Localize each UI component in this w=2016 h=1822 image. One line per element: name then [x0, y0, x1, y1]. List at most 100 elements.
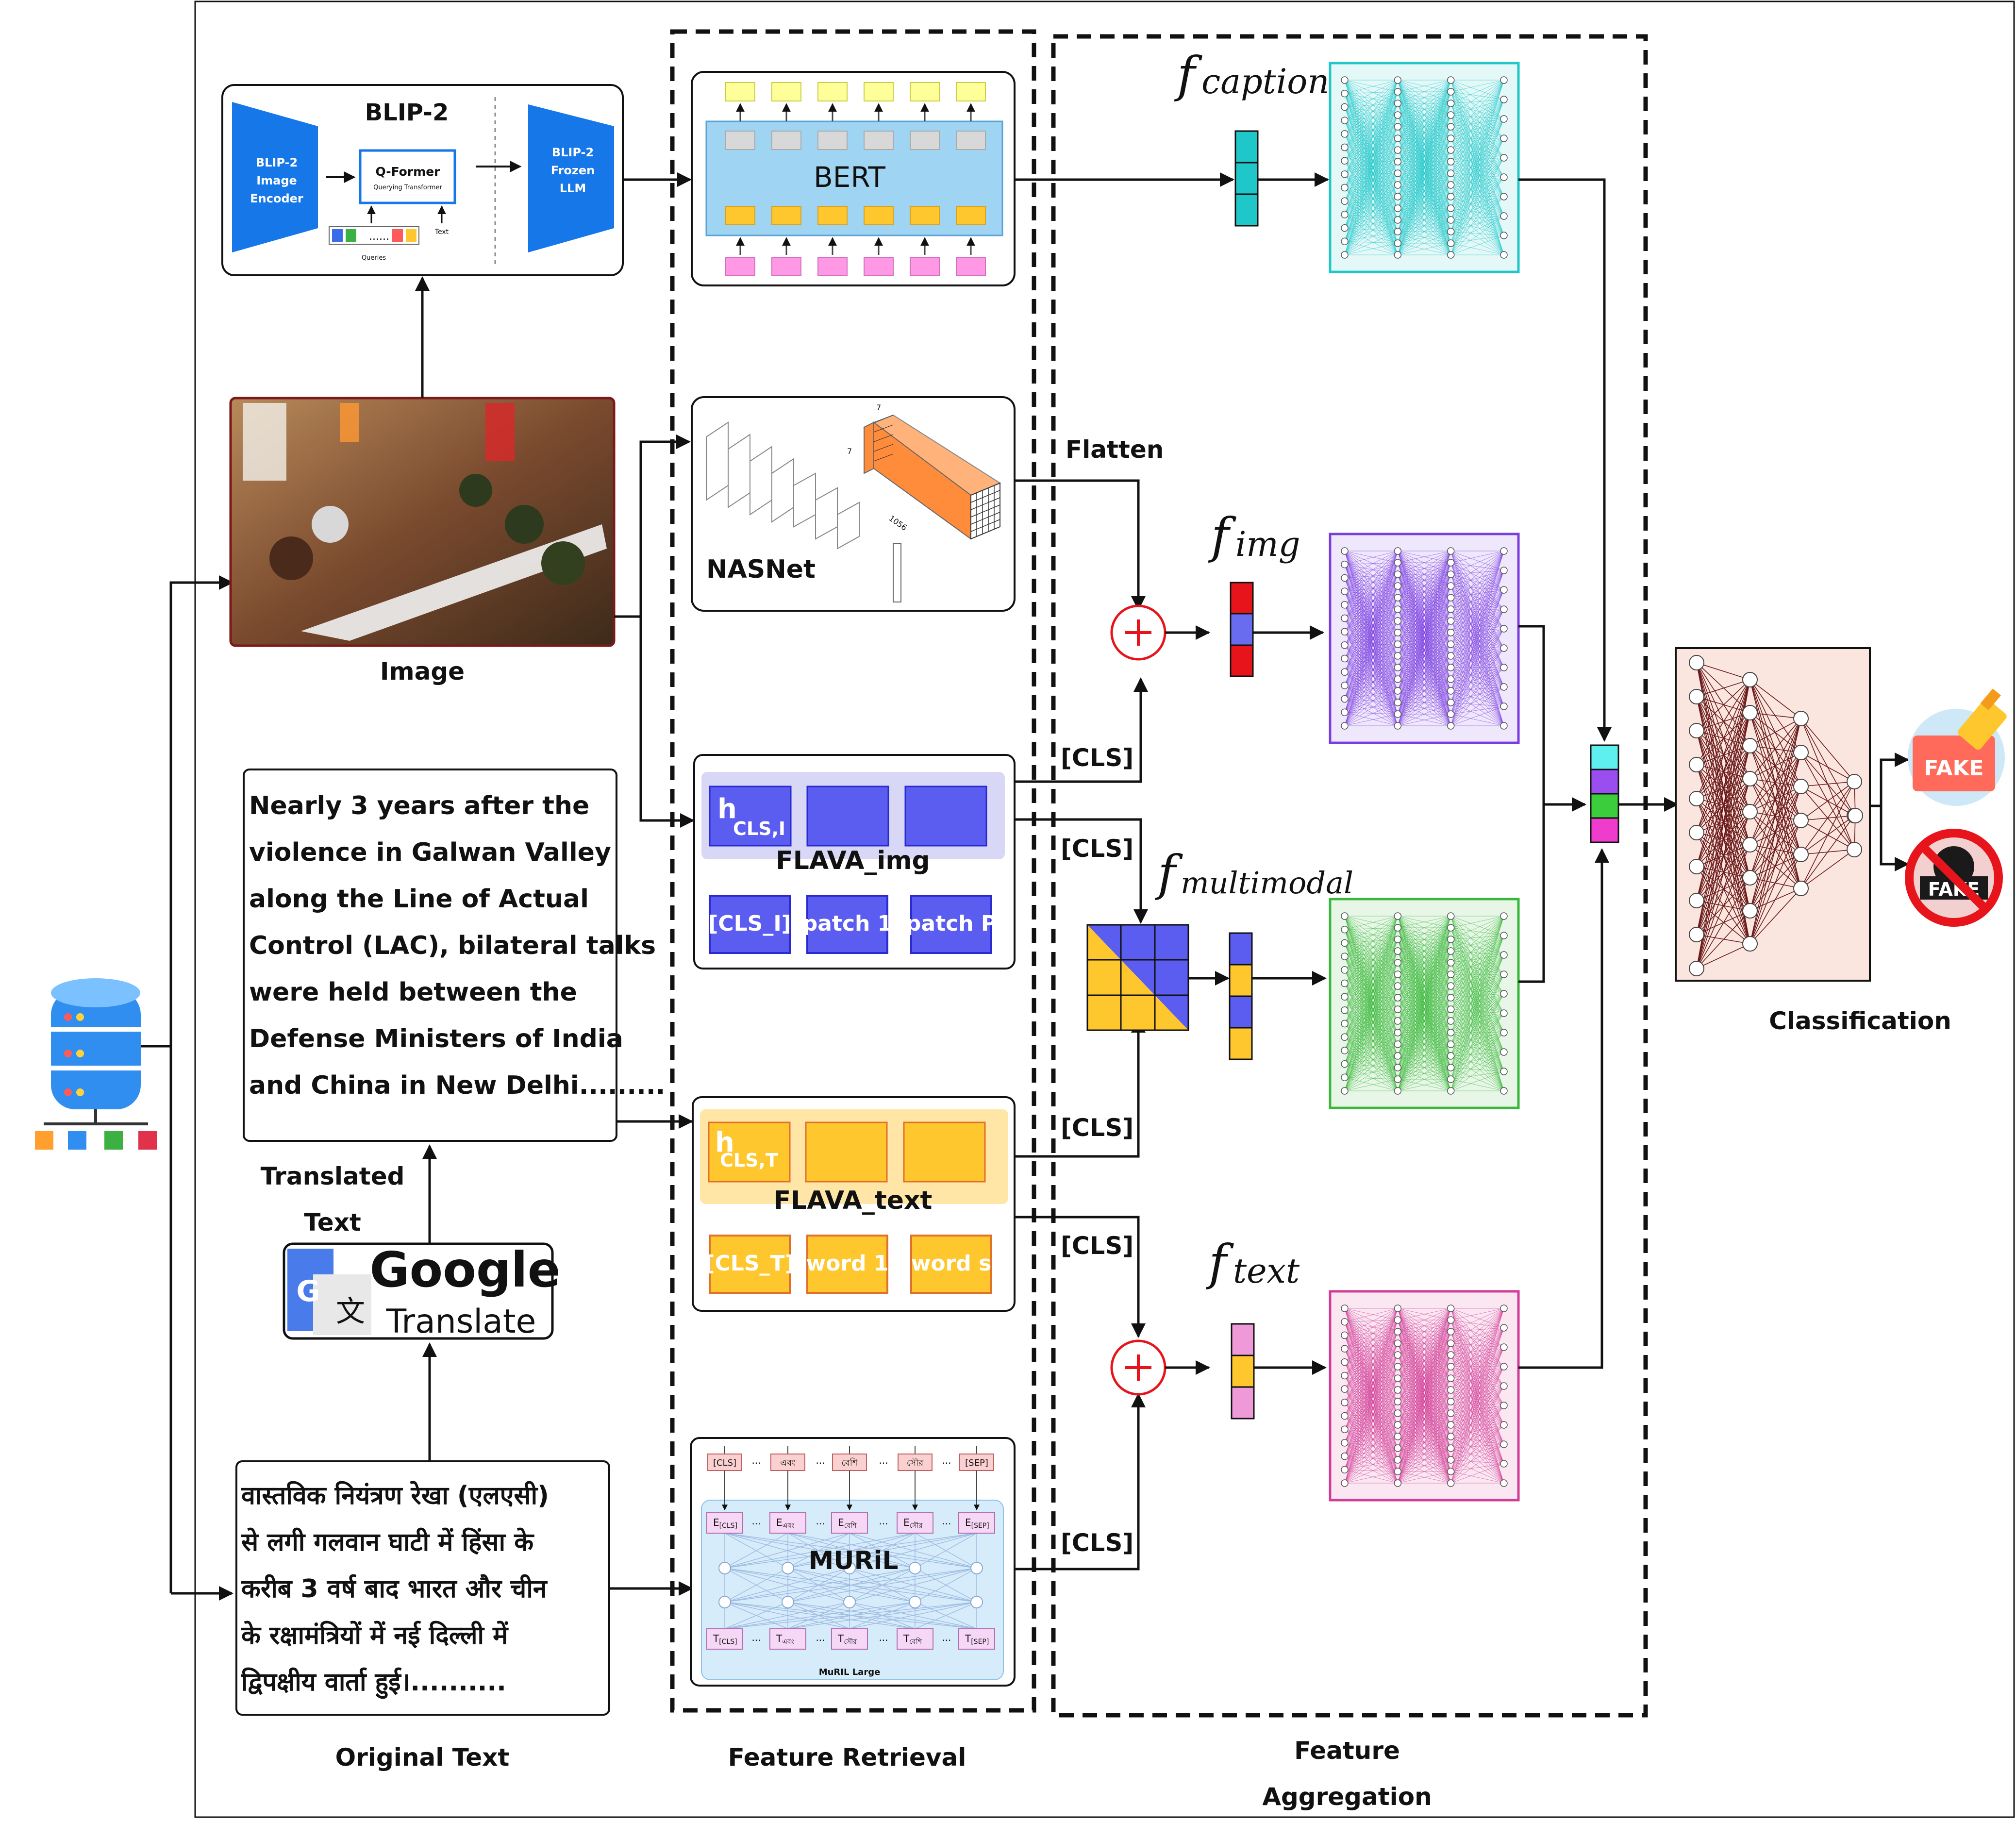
bert-output-token — [910, 82, 940, 101]
translated-text-line: Control (LAC), bilateral talks — [249, 931, 656, 960]
muril-dots: ... — [879, 1515, 888, 1527]
svg-text:f: f — [1208, 507, 1236, 564]
muril-dots: ... — [751, 1454, 761, 1466]
google-translate-logo: G 文 Google Translate — [283, 1241, 561, 1341]
muril-input-label: সৌর — [907, 1458, 924, 1468]
nn-multimodal — [1329, 898, 1520, 1109]
blip2-title: BLIP-2 — [365, 99, 449, 126]
muril-input-token — [898, 1454, 933, 1471]
encoder-line-2: Image — [256, 174, 297, 187]
original-text-line: करीब 3 वर्ष बाद भारत और चीन — [241, 1574, 548, 1604]
f-caption-vector — [1234, 130, 1259, 227]
svg-text:......: ...... — [369, 231, 389, 243]
cls-tag-3: [CLS] — [1061, 1114, 1133, 1142]
svg-text:multimodal: multimodal — [1181, 865, 1353, 901]
f-multimodal-vector — [1229, 932, 1253, 1060]
nn-caption-to-concat-arrow — [1518, 178, 1612, 742]
bert-input-token — [725, 257, 755, 276]
qformer-sub: Querying Transformer — [373, 184, 442, 191]
muril-input-label: বেশি — [841, 1458, 857, 1468]
queries-strip — [329, 226, 419, 245]
fake-news-icon: FAKE — [1908, 688, 2007, 806]
muril-output-token — [706, 1628, 743, 1650]
muril-output-token — [897, 1628, 933, 1650]
database-icon — [35, 978, 157, 1150]
flava-text-token-label: word s — [911, 1251, 992, 1276]
muril-embed-label: E[CLS] — [713, 1517, 737, 1530]
translated-text-line: violence in Galwan Valley — [249, 838, 611, 867]
wen-glyph: 文 — [336, 1295, 365, 1329]
f-multimodal-label: f multimodal — [1154, 845, 1353, 902]
bert-hidden-token — [725, 131, 755, 150]
flava-img-token-box — [806, 895, 888, 954]
feature-retrieval-region — [670, 29, 1036, 1713]
svg-text:text: text — [1233, 1251, 1300, 1291]
bert-output-token — [864, 82, 894, 101]
bert-hidden-token — [956, 131, 986, 150]
google-word: Google — [369, 1241, 560, 1298]
flava-text-label: FLAVA_text — [774, 1186, 933, 1215]
muril-output-token — [831, 1628, 868, 1650]
bert-embed-token — [910, 206, 940, 225]
svg-text:img: img — [1235, 524, 1300, 564]
muril-dots: ... — [751, 1515, 761, 1527]
nn-img-mm-join — [1518, 625, 1545, 983]
svg-text:f: f — [1154, 845, 1183, 902]
qformer-box — [359, 149, 456, 204]
muril-dots: ... — [751, 1632, 761, 1643]
muril-cls-to-plus-arrow — [1015, 1393, 1146, 1571]
classifier-to-real-arrow — [1880, 806, 1909, 871]
bert-embed-token — [956, 206, 986, 225]
bert-output-token — [771, 82, 801, 101]
flava-img-token-label: patch P — [906, 911, 997, 936]
muril-input-label: এবং — [780, 1458, 796, 1468]
muril-embed-token — [706, 1512, 743, 1534]
classifier-to-fake-arrow — [1870, 752, 1909, 807]
llm-line-3: LLM — [560, 182, 586, 195]
muril-label: MURiL — [809, 1546, 899, 1575]
nn-img — [1329, 533, 1520, 744]
bert-input-token — [771, 257, 801, 276]
original-text-line: द्विपक्षीय वार्ता हुई।.......... — [241, 1667, 506, 1699]
muril-embed-token — [958, 1512, 995, 1534]
f-text-vector — [1231, 1323, 1255, 1420]
blip2-image-encoder — [232, 102, 318, 252]
nn-text-to-concat-arrow — [1518, 848, 1609, 1369]
feature-retrieval-label: Feature Retrieval — [728, 1743, 966, 1772]
bert-label: BERT — [814, 161, 886, 194]
nasnet-dim-2: 7 — [847, 447, 852, 456]
flava-img-cls-to-plus-arrow — [1015, 677, 1148, 783]
muril-output-token — [769, 1628, 806, 1650]
translated-label-1: Translated — [261, 1162, 405, 1190]
flava-text-cls-to-plus-arrow — [1015, 1216, 1146, 1338]
muril-dots: ... — [816, 1515, 825, 1527]
encoder-line-3: Encoder — [250, 192, 303, 205]
bert-output-token — [725, 82, 755, 101]
blip2-box: BLIP-2 Image Encoder BLIP-2 Q-Former Que… — [221, 84, 624, 276]
translate-word: Translate — [386, 1303, 536, 1341]
bert-embed-token — [864, 206, 894, 225]
muril-embed-token — [831, 1512, 868, 1534]
flava-img-label: FLAVA_img — [776, 846, 930, 875]
bert-embed-token — [771, 206, 801, 225]
llm-line-2: Frozen — [551, 164, 595, 177]
image-to-nasnet-arrow — [614, 435, 691, 618]
fusion-plus-img — [1110, 604, 1166, 661]
translated-text-line: and China in New Delhi......... — [249, 1071, 665, 1100]
bert-input-token — [956, 257, 986, 276]
blip2-text-label: Text — [434, 228, 449, 236]
feature-aggregation-label-1: Feature — [1294, 1737, 1400, 1765]
qformer-label: Q-Former — [376, 165, 441, 179]
svg-text:f: f — [1174, 46, 1202, 103]
flava-img-token-label: [CLS_I] — [708, 911, 791, 936]
classifier-net — [1689, 655, 1863, 976]
news-image — [229, 397, 616, 647]
original-text-line: से लगी गलवान घाटी में हिंसा के — [241, 1527, 534, 1557]
flava-img-token-box — [709, 895, 791, 954]
flava-img-token-label: patch 1 — [802, 911, 893, 936]
cls-tag-4: [CLS] — [1061, 1232, 1133, 1260]
translated-text-line: along the Line of Actual — [249, 885, 589, 914]
muril-input-label: [CLS] — [713, 1458, 736, 1468]
